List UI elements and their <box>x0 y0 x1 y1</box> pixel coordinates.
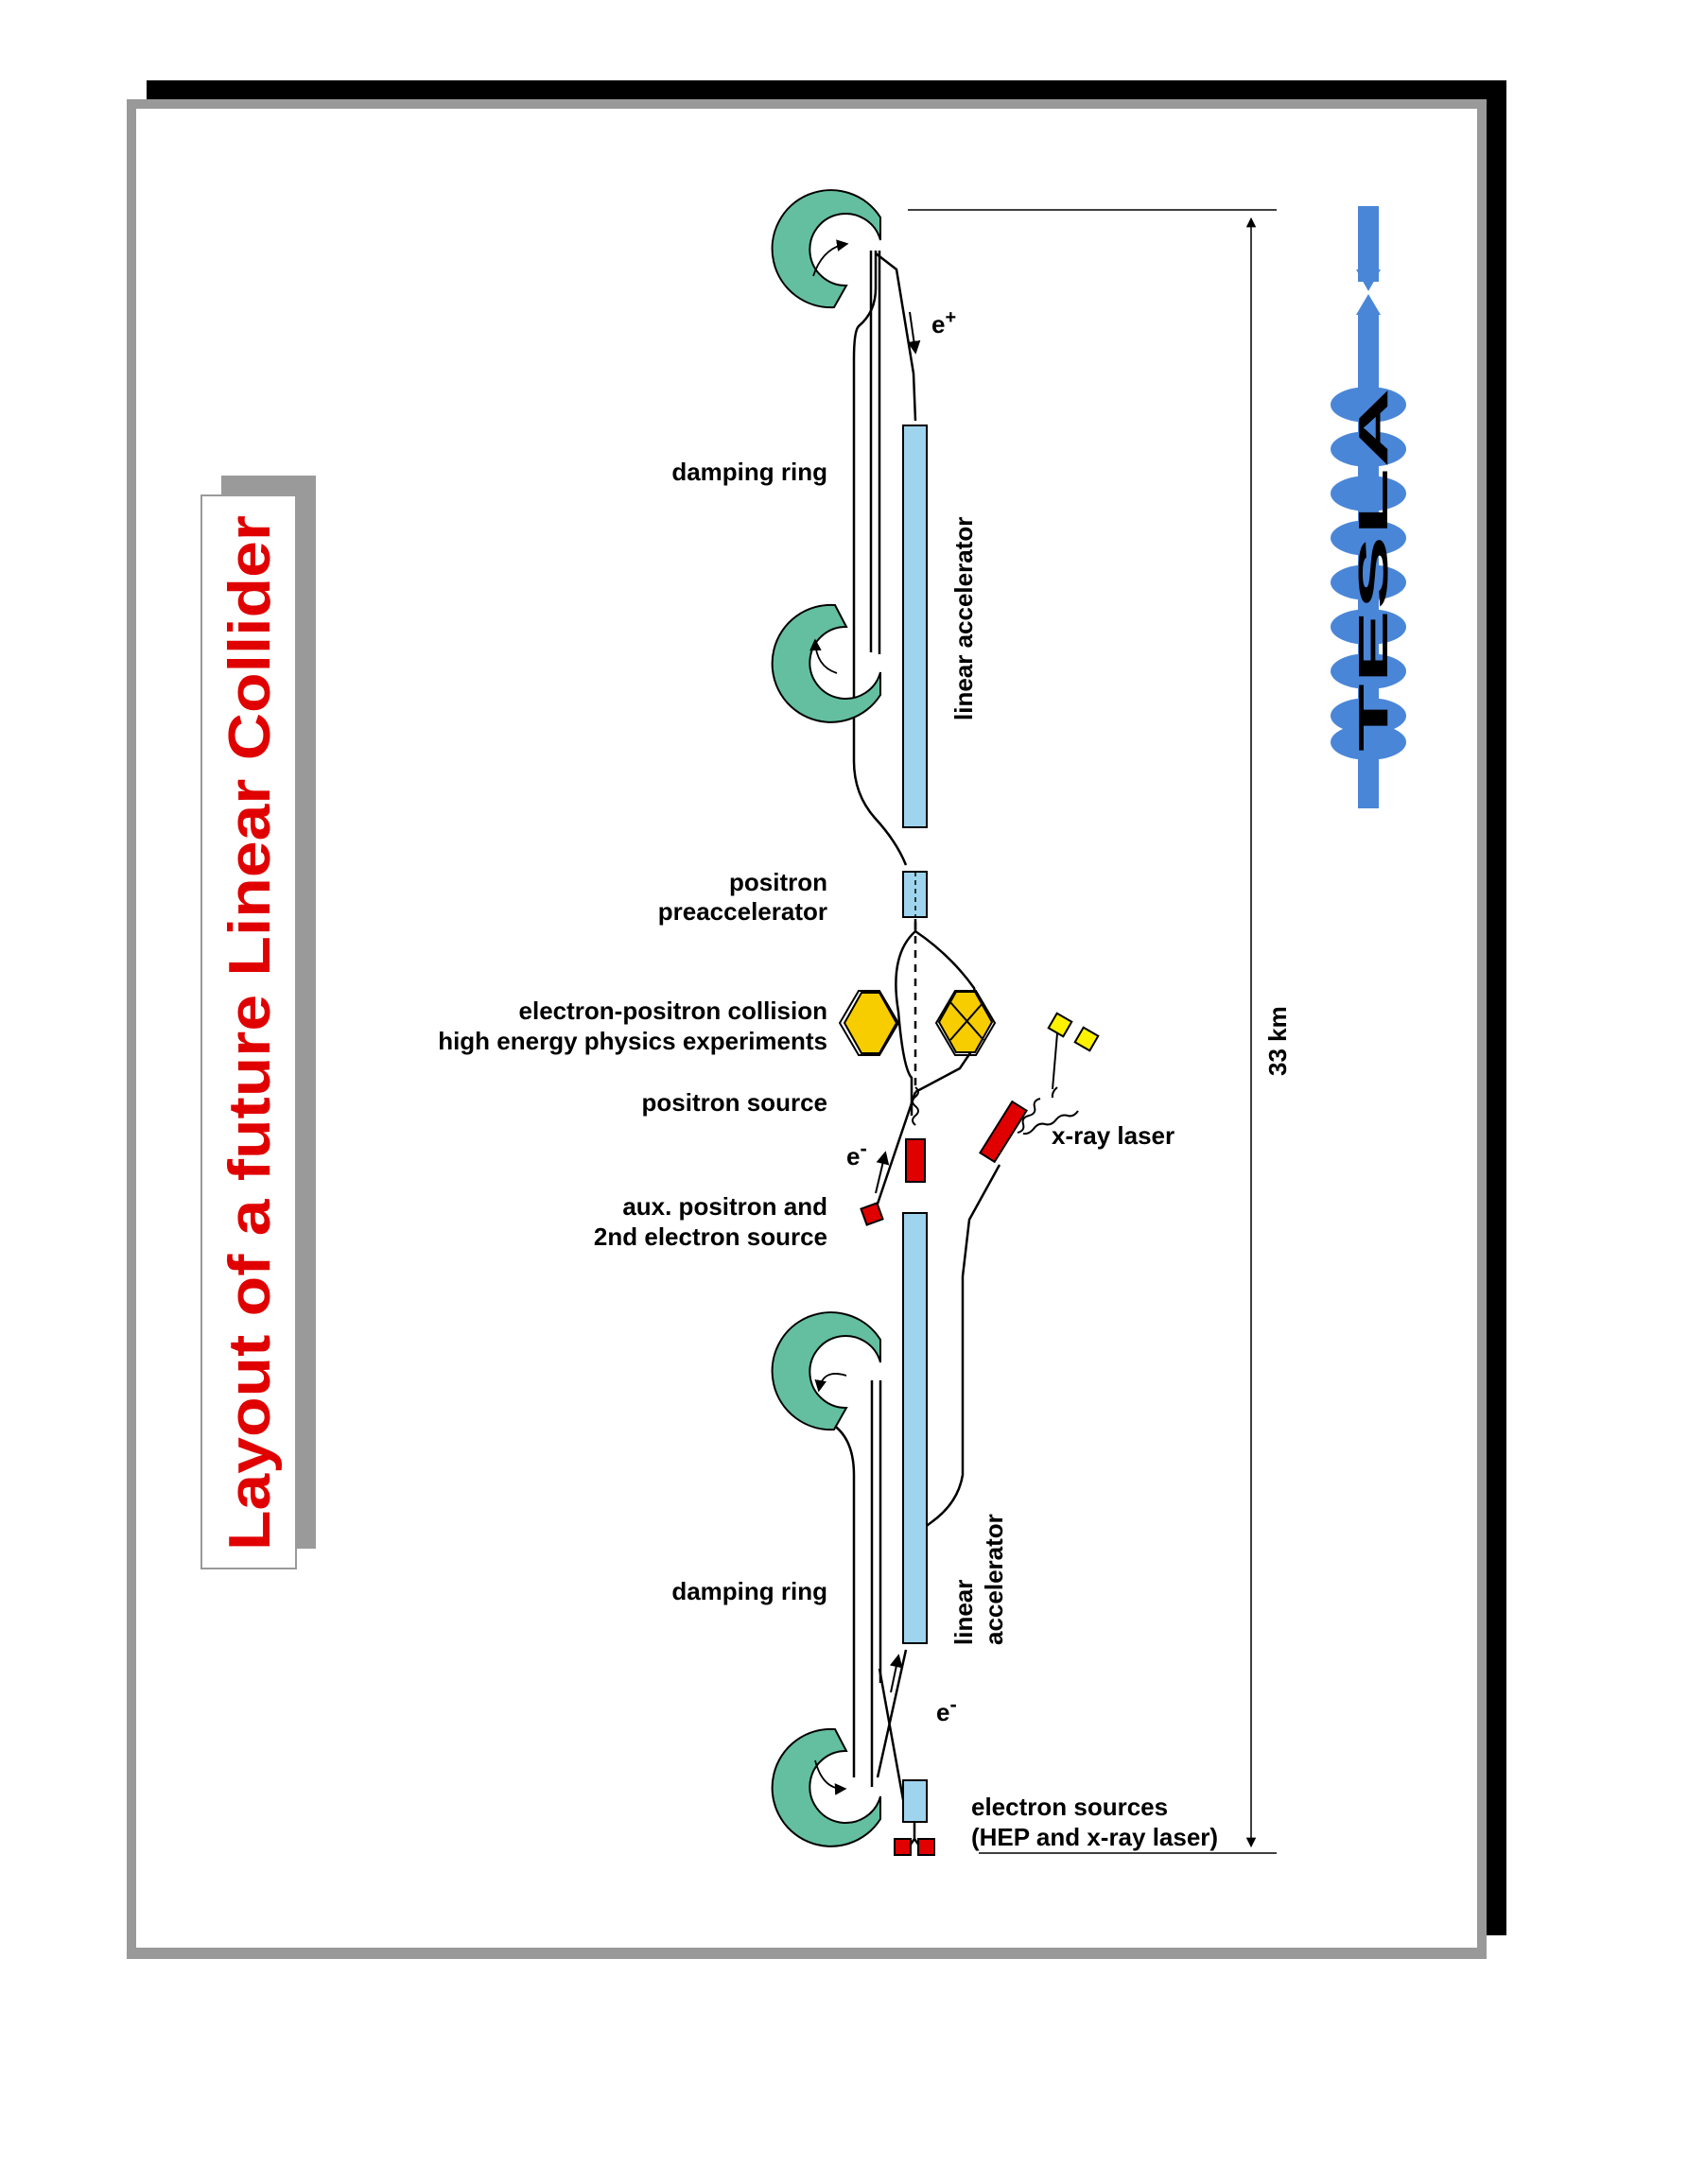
laser-target-link <box>1052 1032 1058 1090</box>
label-positron-source: positron source <box>642 1088 827 1117</box>
labels: damping ring linear accelerator positron… <box>438 307 1292 1851</box>
laser-target-1 <box>1047 1012 1073 1038</box>
logo-arrow-up <box>1356 294 1381 315</box>
label-collision-2: high energy physics experiments <box>438 1027 827 1055</box>
electron-source-block-2 <box>917 1838 935 1856</box>
wiggles <box>912 1086 1079 1135</box>
positron-to-ip <box>895 919 917 1116</box>
bottom-ring-arc-1 <box>771 1311 881 1431</box>
label-beam-electron-mid: e- <box>846 1136 867 1170</box>
sources <box>860 1100 1028 1856</box>
beam-arrows <box>875 311 921 1693</box>
aux-line <box>872 1091 917 1216</box>
logo-cells <box>1331 387 1406 760</box>
laser-target-2 <box>1073 1026 1100 1052</box>
top-ring-arc-1 <box>771 189 881 309</box>
label-electron-sources-2: (HEP and x-ray laser) <box>971 1823 1218 1851</box>
logo-text: TESLA <box>1350 388 1397 752</box>
laser-targets <box>1047 1012 1100 1052</box>
linear-accelerator-bottom <box>902 1212 928 1644</box>
length-dimension <box>908 209 1277 1854</box>
top-ring-arc-2 <box>771 603 881 723</box>
title-box: Layout of a future Linear Collider <box>200 476 316 1569</box>
xray-wiggle-2 <box>1022 1110 1079 1135</box>
positron-arrow-icon <box>907 311 921 355</box>
label-collision-1: electron-positron collision <box>519 997 827 1025</box>
accelerators <box>902 425 928 1823</box>
logo-arrow-down <box>1356 269 1381 291</box>
detector-cross <box>949 1001 984 1041</box>
xray-wiggle-1 <box>1017 1098 1041 1134</box>
bottom-ring-arc-2 <box>771 1727 881 1847</box>
positron-source-wiggle <box>912 1086 919 1126</box>
label-beam-electron-bottom-sup: - <box>949 1692 956 1716</box>
label-beam-electron-bottom: e- <box>936 1692 957 1726</box>
arrow-icon <box>809 638 838 674</box>
label-beam-positron-sup: + <box>945 307 956 328</box>
label-linear-accelerator-bottom-1: linear <box>949 1580 978 1645</box>
aux-source-block <box>860 1202 884 1226</box>
electron-source-block-1 <box>894 1838 912 1856</box>
arrow-icon <box>814 1759 847 1795</box>
title-box-face <box>200 494 297 1569</box>
page-title: Layout of a future Linear Collider <box>218 515 283 1551</box>
label-damping-ring-bottom: damping ring <box>671 1577 827 1605</box>
label-positron-pre-1: positron <box>729 868 827 896</box>
xray-laser-block <box>979 1100 1028 1164</box>
label-length: 33 km <box>1263 1006 1292 1076</box>
damping-ring-arcs <box>771 189 881 1847</box>
electron-bottom-arrow-icon <box>889 1654 903 1693</box>
detector-outline-lines <box>838 990 997 1056</box>
label-xray-laser: x-ray laser <box>1052 1121 1175 1150</box>
bottom-cross-2 <box>876 1649 908 1778</box>
bottom-cross-1 <box>878 1668 908 1816</box>
label-damping-ring-top: damping ring <box>671 458 827 486</box>
label-aux-source-1: aux. positron and <box>622 1192 827 1221</box>
label-aux-source-2: 2nd electron source <box>594 1222 827 1251</box>
tesla-logo: TESLA <box>1331 206 1406 808</box>
label-electron-sources-1: electron sources <box>971 1793 1168 1821</box>
logo-top-bar <box>1358 206 1379 282</box>
label-linear-accelerator-bottom-2: accelerator <box>980 1514 1008 1645</box>
positron-source-block <box>905 1138 926 1183</box>
electron-arrow-icon <box>875 1151 890 1194</box>
electron-source-accelerator <box>902 1779 928 1823</box>
top-ring-exit <box>875 252 917 422</box>
label-beam-positron: e+ <box>931 307 956 338</box>
label-beam-electron-mid-sup: - <box>860 1136 866 1160</box>
arrow-icon <box>812 239 849 277</box>
arrow-icon <box>814 1373 847 1393</box>
ring-direction-arrows <box>809 239 849 1795</box>
linear-accelerator-top <box>902 425 928 828</box>
label-positron-pre-2: preaccelerator <box>658 897 827 926</box>
detector-hexagon-1 <box>843 992 898 1054</box>
top-ring-outer-line <box>852 251 908 866</box>
xray-wiggle-3 <box>1051 1086 1058 1099</box>
label-linear-accelerator-top: linear accelerator <box>949 517 978 720</box>
